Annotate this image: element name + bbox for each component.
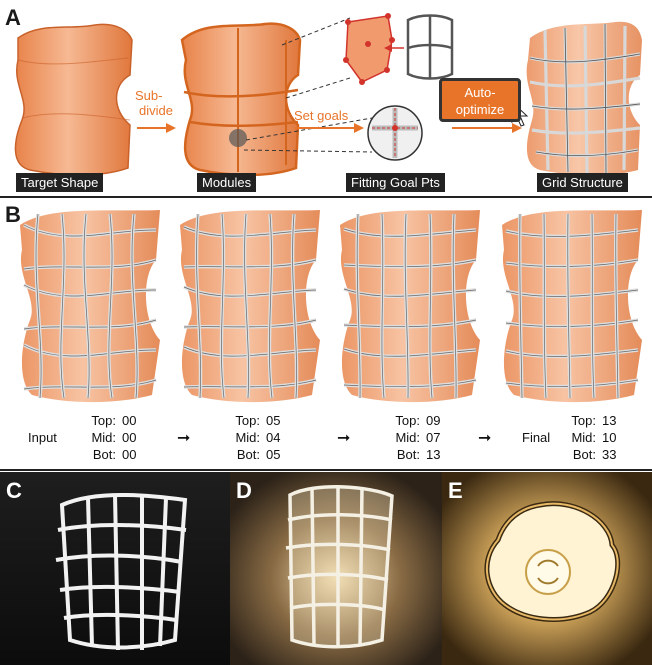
caption-target-shape: Target Shape — [16, 173, 103, 192]
row-label-mid: Mid: — [222, 429, 260, 446]
stat-bot: 00 — [122, 446, 136, 463]
stat-bot: 33 — [602, 446, 616, 463]
subdivide-label-line1: Sub- — [135, 88, 173, 103]
caption-modules: Modules — [197, 173, 256, 192]
subdivide-label: Sub- divide — [135, 88, 173, 118]
row-label-mid: Mid: — [382, 429, 420, 446]
stat-top: 13 — [602, 412, 616, 429]
optimization-stage-shape-3 — [502, 210, 642, 402]
optimization-stage-shape-0 — [20, 210, 160, 402]
optimization-stage-shape-1 — [180, 210, 320, 402]
row-label-mid: Mid: — [558, 429, 596, 446]
panel-d-label: D — [236, 478, 252, 504]
zoom-detail-circle — [368, 106, 422, 160]
lit-lamp-photo — [286, 485, 392, 648]
sequence-arrow-3: ➞ — [478, 428, 491, 447]
sequence-arrow-2: ➞ — [337, 428, 350, 447]
row-label-bot: Bot: — [78, 446, 116, 463]
stage-stats-0: Top: 00 Mid: 00 Bot: 00 — [78, 412, 136, 463]
auto-optimize-button: Auto- optimize — [439, 78, 521, 122]
stage-label-input: Input — [28, 430, 57, 445]
stage-label-final: Final — [522, 430, 550, 445]
auto-optimize-line2: optimize — [442, 101, 518, 118]
stat-top: 05 — [266, 412, 280, 429]
lamp-top-view-photo — [487, 504, 618, 620]
row-label-bot: Bot: — [558, 446, 596, 463]
target-shape-illustration — [15, 24, 132, 175]
stat-bot: 05 — [266, 446, 280, 463]
stat-top: 09 — [426, 412, 440, 429]
row-label-top: Top: — [78, 412, 116, 429]
row-label-mid: Mid: — [78, 429, 116, 446]
row-label-top: Top: — [382, 412, 420, 429]
stat-mid: 10 — [602, 429, 616, 446]
stat-bot: 13 — [426, 446, 440, 463]
row-label-bot: Bot: — [222, 446, 260, 463]
grid-module-icon — [408, 16, 452, 79]
row-label-top: Top: — [558, 412, 596, 429]
stat-top: 00 — [122, 412, 136, 429]
auto-optimize-line1: Auto- — [442, 84, 518, 101]
caption-fitting-goal-pts: Fitting Goal Pts — [346, 173, 445, 192]
panel-b-label: B — [5, 202, 21, 228]
grid-structure-illustration — [527, 22, 642, 176]
panel-e-label: E — [448, 478, 463, 504]
modules-illustration — [182, 24, 300, 175]
row-label-bot: Bot: — [382, 446, 420, 463]
stat-mid: 00 — [122, 429, 136, 446]
stage-stats-3: Top: 13 Mid: 10 Bot: 33 — [558, 412, 616, 463]
caption-grid-structure: Grid Structure — [537, 173, 628, 192]
optimization-stage-shape-2 — [340, 210, 480, 402]
stat-mid: 07 — [426, 429, 440, 446]
panel-c-label: C — [6, 478, 22, 504]
stage-stats-1: Top: 05 Mid: 04 Bot: 05 — [222, 412, 280, 463]
stage-stats-2: Top: 09 Mid: 07 Bot: 13 — [382, 412, 440, 463]
panel-a-label: A — [5, 5, 21, 31]
sequence-arrow-1: ➞ — [177, 428, 190, 447]
stat-mid: 04 — [266, 429, 280, 446]
subdivide-label-line2: divide — [135, 103, 173, 118]
row-label-top: Top: — [222, 412, 260, 429]
set-goals-label: Set goals — [294, 108, 348, 123]
